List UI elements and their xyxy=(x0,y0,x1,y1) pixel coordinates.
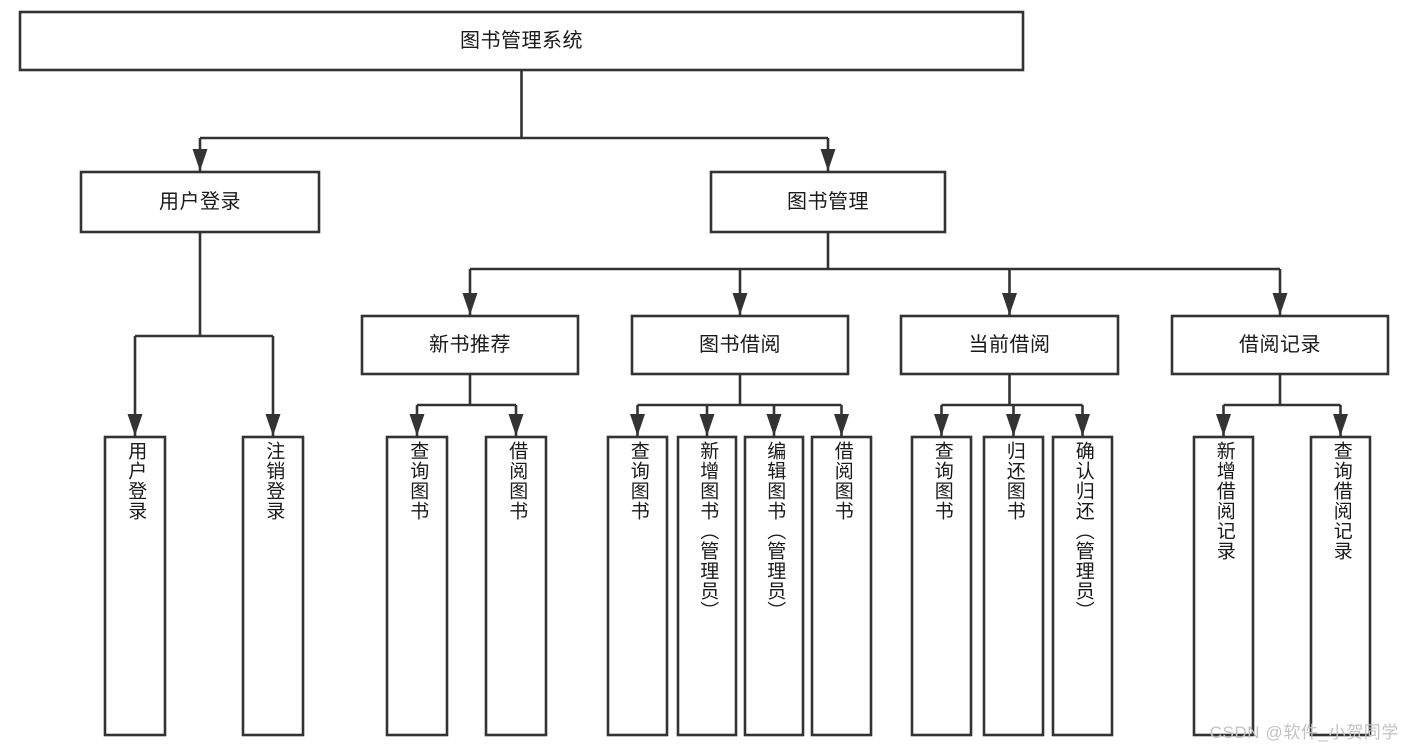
node-box-leaf-add-borrow-record[interactable] xyxy=(1192,435,1255,737)
node-box-book-manage[interactable] xyxy=(709,170,947,234)
arrow-head-icon xyxy=(265,414,281,436)
arrow-head-icon xyxy=(766,414,782,436)
node-box-root[interactable] xyxy=(18,10,1025,72)
arrow-head-icon xyxy=(732,293,748,315)
node-box-leaf-query-book-borrow[interactable] xyxy=(606,435,669,737)
node-boxes xyxy=(18,10,1390,737)
node-box-leaf-user-logout[interactable] xyxy=(241,435,305,737)
arrow-head-icon xyxy=(409,414,425,436)
node-box-leaf-borrow-book[interactable] xyxy=(810,435,873,737)
arrow-head-icon xyxy=(462,293,478,315)
node-box-leaf-user-login[interactable] xyxy=(103,435,167,737)
arrow-head-icon xyxy=(630,414,645,436)
node-box-leaf-return-book[interactable] xyxy=(982,435,1045,737)
node-box-user-login[interactable] xyxy=(79,170,321,234)
arrow-head-icon xyxy=(834,414,849,436)
node-box-book-borrow[interactable] xyxy=(630,314,850,376)
arrow-head-icon xyxy=(699,414,715,436)
arrow-head-icon xyxy=(1002,293,1017,315)
arrow-head-icon xyxy=(127,414,143,436)
arrow-head-icon xyxy=(1216,414,1231,436)
node-box-leaf-query-book-current[interactable] xyxy=(910,435,973,737)
node-box-borrow-record[interactable] xyxy=(1170,314,1390,376)
node-box-new-book-recommend[interactable] xyxy=(360,314,580,376)
connector-lines xyxy=(127,70,1348,436)
arrow-head-icon xyxy=(820,149,836,171)
node-box-leaf-borrow-book-recommend[interactable] xyxy=(484,435,548,737)
node-box-leaf-query-borrow-record[interactable] xyxy=(1309,435,1372,737)
arrow-head-icon xyxy=(934,414,949,436)
node-box-current-borrow[interactable] xyxy=(899,314,1120,376)
arrow-head-icon xyxy=(192,149,208,171)
node-box-leaf-edit-book[interactable] xyxy=(743,435,805,737)
node-box-leaf-add-book[interactable] xyxy=(676,435,738,737)
node-box-leaf-query-book-recommend[interactable] xyxy=(385,435,449,737)
node-box-leaf-confirm-return[interactable] xyxy=(1051,435,1114,737)
arrow-head-icon xyxy=(508,414,524,436)
arrow-head-icon xyxy=(1006,414,1021,436)
arrow-head-icon xyxy=(1272,293,1288,315)
arrow-head-icon xyxy=(1333,414,1348,436)
arrow-head-icon xyxy=(1075,414,1090,436)
